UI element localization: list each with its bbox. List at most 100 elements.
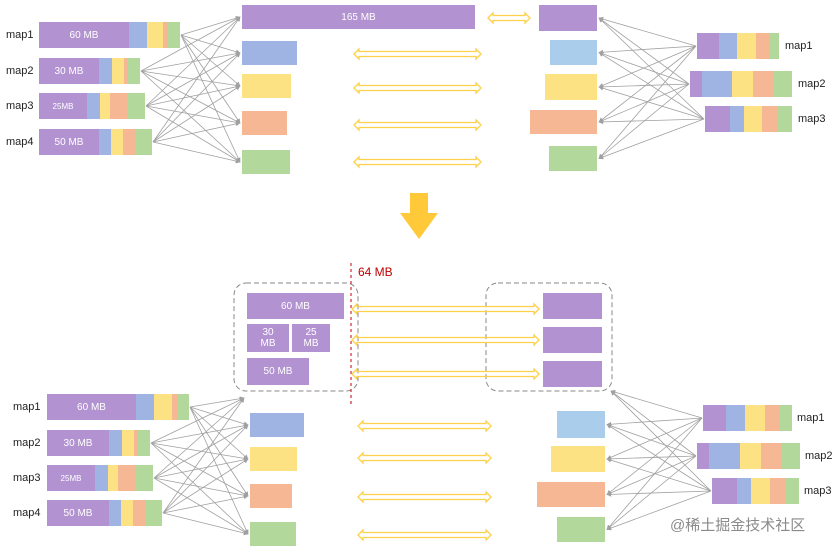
bottom-left-shuffle-line	[162, 494, 249, 514]
top-map-bar-segment	[128, 93, 145, 119]
bottom-partition-block	[250, 447, 297, 471]
big-down-arrow	[400, 193, 438, 239]
top-right-shuffle-line	[598, 45, 697, 55]
bottom-map-bar-segment	[47, 394, 136, 420]
group-transfer-arrow	[351, 333, 540, 347]
bottom-right-map-bar-segment	[697, 443, 709, 469]
top-right-map-bar-segment	[753, 71, 773, 97]
bottom-left-shuffle-line	[189, 406, 249, 427]
map-label: map2	[6, 65, 34, 77]
top-left-shuffle-line	[152, 85, 241, 143]
top-left-shuffle-line	[180, 34, 241, 124]
right-map-label: map3	[804, 485, 832, 497]
bottom-map-bar-segment	[138, 430, 150, 456]
top-map-bar-size-label: 30 MB	[54, 65, 84, 77]
bottom-receiver-block	[551, 446, 605, 472]
top-left-shuffle-line	[140, 16, 241, 72]
top-right-map-bar-segment	[769, 33, 779, 59]
top-transfer-arrow	[353, 155, 482, 169]
bottom-left-shuffle-line	[153, 424, 249, 479]
top-transfer-arrow	[353, 118, 482, 132]
bottom-right-map-bar-segment	[770, 478, 785, 504]
top-map-bar-segment	[147, 22, 163, 48]
top-map-bar-size-label: 60 MB	[69, 29, 99, 41]
bottom-transfer-arrow	[357, 490, 492, 504]
merged-size-label: 165 MB	[341, 11, 376, 23]
top-right-map-bar-segment	[719, 33, 737, 59]
top-right-map-bar-segment	[778, 106, 792, 132]
top-right-map-bar-segment	[737, 33, 756, 59]
group-block: 60 MB	[247, 293, 344, 319]
top-right-shuffle-line	[598, 118, 705, 125]
top-left-shuffle-line	[140, 70, 241, 88]
bottom-right-map-bar-segment	[712, 478, 737, 504]
right-map-label: map2	[798, 78, 826, 90]
bottom-right-shuffle-line	[610, 389, 703, 419]
top-map-bar-segment	[110, 93, 128, 119]
top-right-shuffle-line	[598, 52, 705, 120]
bottom-right-map-bar-segment	[761, 443, 781, 469]
top-partition-block	[242, 111, 287, 135]
top-receiver-block	[530, 110, 597, 134]
top-map-bar-segment	[112, 58, 124, 84]
top-map-bar-segment	[99, 129, 111, 155]
bottom-right-map-bar-segment	[785, 478, 799, 504]
bottom-map-bar-segment	[109, 430, 122, 456]
bottom-left-shuffle-line	[162, 458, 249, 514]
bottom-map-bar-segment	[47, 465, 95, 491]
bottom-map-bar-segment	[154, 394, 172, 420]
bottom-left-shuffle-line	[153, 457, 249, 479]
top-right-map-bar-segment	[773, 71, 792, 97]
top-map-bar-segment	[135, 129, 152, 155]
map-label: map3	[6, 100, 34, 112]
top-transfer-arrow	[353, 47, 482, 61]
bottom-left-shuffle-line	[150, 442, 249, 461]
top-right-shuffle-line	[598, 83, 690, 90]
bottom-map-bar-size-label: 50 MB	[63, 507, 93, 519]
map-label: map4	[6, 136, 34, 148]
top-transfer-arrow	[487, 11, 531, 25]
map-label: map3	[13, 472, 41, 484]
bottom-right-shuffle-line	[606, 417, 703, 460]
bottom-right-shuffle-line	[606, 490, 712, 531]
top-left-shuffle-line	[180, 34, 241, 55]
bottom-transfer-arrow	[357, 419, 492, 433]
top-map-bar-segment	[123, 129, 135, 155]
bottom-map-bar-size-label: 60 MB	[77, 401, 106, 413]
top-partition-block	[242, 5, 475, 29]
top-map-bar-segment	[111, 129, 123, 155]
bottom-right-shuffle-line	[606, 417, 703, 427]
bottom-right-shuffle-line	[606, 457, 712, 492]
bottom-left-shuffle-line	[189, 406, 249, 497]
bottom-map-bar-segment	[136, 394, 154, 420]
bottom-right-shuffle-line	[606, 455, 697, 496]
right-map-label: map1	[797, 412, 825, 424]
map-label: map2	[13, 437, 41, 449]
top-left-shuffle-line	[152, 141, 241, 164]
group-receiver-block	[543, 293, 602, 319]
group-transfer-arrow	[351, 367, 540, 381]
bottom-right-map-bar-segment	[745, 405, 765, 431]
bottom-map-bar-segment	[172, 394, 177, 420]
top-right-map-bar-segment	[697, 33, 719, 59]
bottom-map-bar-segment	[177, 394, 189, 420]
top-right-shuffle-line	[598, 85, 705, 120]
bottom-map-bar-size-label: 25MB	[60, 473, 82, 483]
top-right-map-bar-segment	[756, 33, 769, 59]
group-receiver-block	[543, 361, 602, 387]
top-map-bar-segment	[129, 22, 147, 48]
bottom-map-bar-size-label: 30 MB	[63, 437, 93, 449]
bottom-left-shuffle-line	[153, 397, 245, 479]
bottom-right-shuffle-line	[606, 423, 697, 457]
bottom-receiver-block	[557, 517, 605, 542]
top-map-bar-size-label: 50 MB	[54, 136, 84, 148]
bottom-right-shuffle-line	[610, 390, 712, 492]
top-map-bar-segment	[163, 22, 167, 48]
group-transfer-arrow	[351, 302, 540, 316]
bottom-left-shuffle-line	[150, 397, 245, 444]
bottom-left-shuffle-line	[150, 442, 249, 535]
bottom-right-map-bar-segment	[726, 405, 745, 431]
